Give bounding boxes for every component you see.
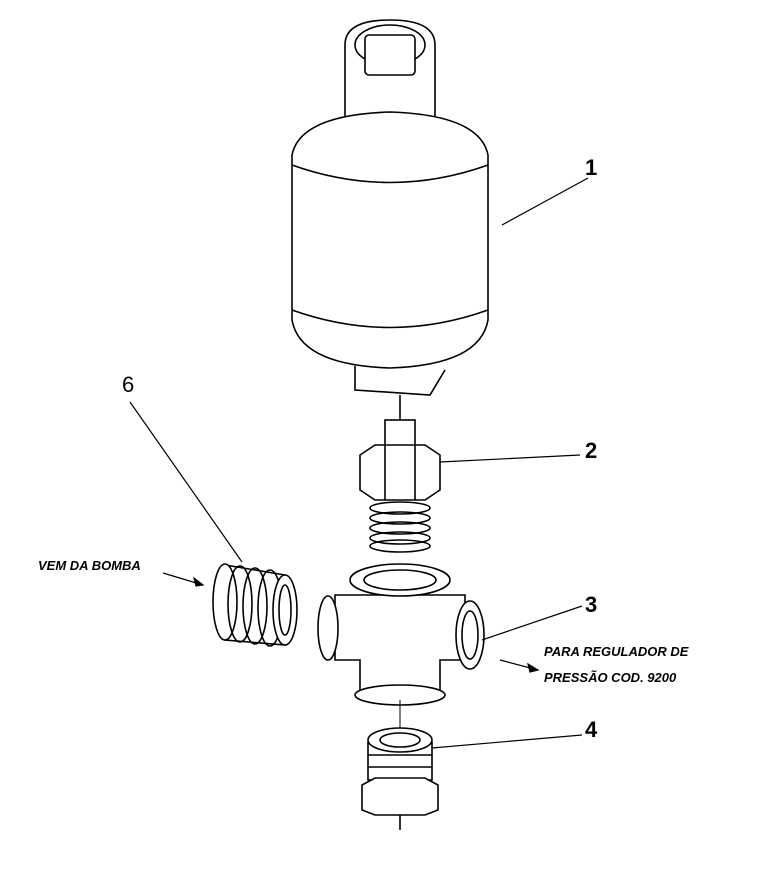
leader-2 bbox=[439, 454, 581, 463]
part-2-nipple bbox=[359, 419, 441, 553]
outlet-note-line1: PARA REGULADOR DE bbox=[544, 644, 689, 659]
leader-1 bbox=[501, 177, 589, 226]
part-label-1: 1 bbox=[585, 155, 598, 180]
leader-6 bbox=[129, 401, 243, 563]
inlet-note: VEM DA BOMBA bbox=[38, 558, 141, 573]
part-label-2: 2 bbox=[585, 438, 598, 463]
part-3-cross bbox=[317, 563, 485, 706]
part-4-nipple bbox=[361, 700, 439, 830]
leader-3 bbox=[481, 605, 583, 641]
leader-4 bbox=[431, 734, 583, 749]
part-label-3: 3 bbox=[585, 592, 598, 617]
part-6-bushing bbox=[212, 563, 298, 647]
leader-lines bbox=[129, 177, 589, 749]
part-1-tank bbox=[291, 19, 489, 420]
outlet-note-line2: PRESSÃO COD. 9200 bbox=[544, 670, 677, 685]
part-label-6: 6 bbox=[122, 372, 135, 397]
part-label-4: 4 bbox=[585, 717, 598, 742]
